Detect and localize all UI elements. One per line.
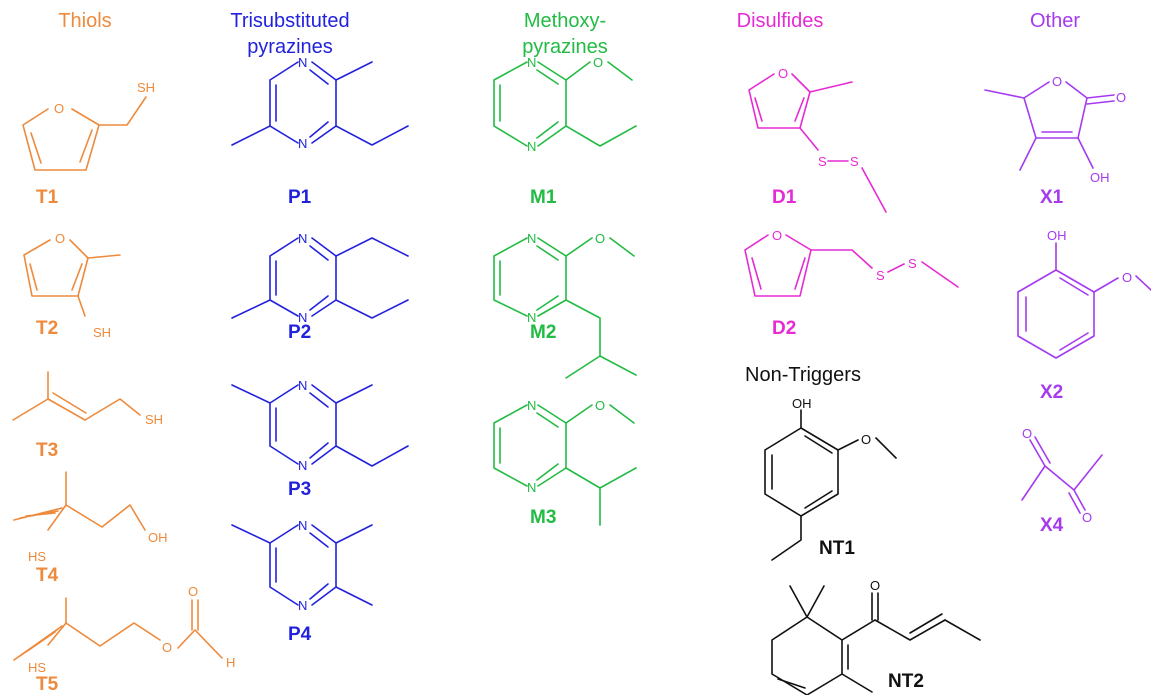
label-T4: T4 bbox=[36, 565, 59, 586]
structure-P4: N N bbox=[231, 518, 373, 613]
atom-S: S bbox=[850, 154, 859, 169]
structure-D1: O S S bbox=[748, 66, 887, 213]
structure-M1: N O N bbox=[493, 55, 637, 154]
atom-O: O bbox=[162, 640, 172, 655]
label-P3: P3 bbox=[288, 479, 312, 500]
label-T2: T2 bbox=[36, 318, 59, 339]
structure-T1: O SH bbox=[22, 80, 155, 171]
label-P1: P1 bbox=[288, 187, 312, 208]
structure-P1: N N bbox=[231, 55, 409, 151]
atom-N: N bbox=[298, 378, 307, 393]
atom-OH: OH bbox=[148, 530, 168, 545]
atom-O: O bbox=[1082, 510, 1092, 525]
atom-SH: SH bbox=[137, 80, 155, 95]
label-M3: M3 bbox=[530, 507, 557, 528]
label-M1: M1 bbox=[530, 187, 557, 208]
atom-OH: OH bbox=[792, 396, 812, 411]
structure-M3: N O N bbox=[493, 398, 637, 526]
atom-HS: HS bbox=[28, 549, 46, 564]
atom-SH: SH bbox=[93, 325, 111, 340]
label-T5: T5 bbox=[36, 674, 59, 695]
label-D1: D1 bbox=[772, 187, 797, 208]
label-T3: T3 bbox=[36, 440, 59, 461]
atom-O: O bbox=[593, 55, 603, 70]
structure-T3: SH bbox=[12, 371, 163, 427]
atom-N: N bbox=[298, 136, 307, 151]
label-P2: P2 bbox=[288, 322, 312, 343]
atom-O: O bbox=[55, 231, 65, 246]
structure-D2: O S S bbox=[744, 228, 959, 297]
header-methoxy-pyrazines: Methoxy- pyrazines bbox=[522, 10, 608, 58]
atom-N: N bbox=[527, 398, 536, 413]
atom-O: O bbox=[861, 432, 871, 447]
atom-O: O bbox=[54, 101, 64, 116]
header-disulfides: Disulfides bbox=[736, 10, 824, 32]
atom-S: S bbox=[818, 154, 827, 169]
atom-O: O bbox=[1052, 74, 1062, 89]
header-non-triggers: Non-Triggers bbox=[745, 364, 861, 386]
atom-N: N bbox=[298, 458, 307, 473]
atom-O: O bbox=[1116, 90, 1126, 105]
structure-T2: O SH bbox=[23, 231, 121, 340]
atom-N: N bbox=[298, 598, 307, 613]
atom-N: N bbox=[527, 139, 536, 154]
structure-X4: O O bbox=[1021, 426, 1103, 525]
structure-T4: OH HS bbox=[13, 471, 168, 564]
label-M2: M2 bbox=[530, 322, 557, 343]
label-X4: X4 bbox=[1040, 515, 1064, 536]
atom-O: O bbox=[1122, 270, 1132, 285]
header-other: Other bbox=[1029, 10, 1081, 32]
label-P4: P4 bbox=[288, 624, 312, 645]
atom-O: O bbox=[870, 578, 880, 593]
header-trisubstituted-pyrazines: Trisubstituted pyrazines bbox=[230, 10, 350, 58]
atom-S: S bbox=[908, 256, 917, 271]
atom-N: N bbox=[527, 55, 536, 70]
atom-N: N bbox=[298, 518, 307, 533]
atom-H: H bbox=[226, 655, 235, 670]
atom-O: O bbox=[595, 398, 605, 413]
atom-N: N bbox=[298, 231, 307, 246]
atom-S: S bbox=[876, 268, 885, 283]
atom-N: N bbox=[527, 231, 536, 246]
label-NT2: NT2 bbox=[888, 671, 924, 692]
atom-OH: OH bbox=[1047, 228, 1067, 243]
atom-N: N bbox=[298, 310, 307, 325]
structure-X2: OH O bbox=[1017, 228, 1151, 359]
structure-P3: N N bbox=[231, 378, 409, 473]
atom-HS: HS bbox=[28, 660, 46, 675]
label-NT1: NT1 bbox=[819, 538, 855, 559]
structure-NT2: O bbox=[771, 578, 981, 695]
atom-N: N bbox=[527, 310, 536, 325]
atom-OH: OH bbox=[1090, 170, 1110, 185]
label-T1: T1 bbox=[36, 187, 59, 208]
atom-O: O bbox=[1022, 426, 1032, 441]
atom-O: O bbox=[188, 584, 198, 599]
atom-O: O bbox=[772, 228, 782, 243]
label-X2: X2 bbox=[1040, 382, 1064, 403]
structure-P2: N N bbox=[231, 231, 409, 325]
atom-N: N bbox=[298, 55, 307, 70]
label-X1: X1 bbox=[1040, 187, 1064, 208]
header-thiols: Thiols bbox=[58, 10, 112, 32]
structure-NT1: OH O bbox=[764, 396, 897, 561]
atom-O: O bbox=[778, 66, 788, 81]
structure-M2: N O N bbox=[493, 231, 637, 379]
atom-O: O bbox=[595, 231, 605, 246]
label-D2: D2 bbox=[772, 318, 797, 339]
structure-X1: O O OH bbox=[984, 74, 1126, 185]
structure-T5: O O H HS bbox=[13, 584, 235, 675]
atom-N: N bbox=[527, 480, 536, 495]
atom-SH: SH bbox=[145, 412, 163, 427]
